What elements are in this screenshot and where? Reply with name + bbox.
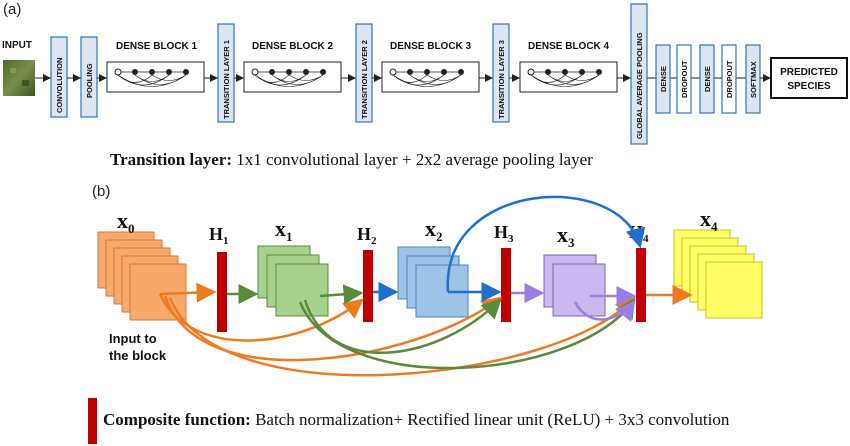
input-to-block-label: Input to: [109, 331, 157, 346]
transition-layer-2: TRANSITION LAYER 2: [355, 23, 373, 123]
connections-from-x1: [227, 284, 636, 370]
x2-label: x2: [425, 216, 443, 244]
x4-label: x4: [700, 206, 718, 234]
dense-block-2: DENSE BLOCK 2: [243, 41, 342, 93]
svg-text:DENSE BLOCK 4: DENSE BLOCK 4: [528, 41, 610, 52]
svg-text:SPECIES: SPECIES: [787, 81, 831, 92]
svg-text:TRANSITION LAYER 1: TRANSITION LAYER 1: [222, 40, 231, 119]
pooling-layer: POOLING: [80, 36, 98, 118]
dense-layer-2: DENSE: [699, 44, 715, 114]
svg-text:DROPOUT: DROPOUT: [680, 60, 689, 98]
svg-text:SOFTMAX: SOFTMAX: [749, 61, 758, 98]
svg-text:CONVOLUTION: CONVOLUTION: [55, 58, 64, 113]
composite-function-h2: [363, 250, 373, 322]
convolution-layer: CONVOLUTION: [50, 36, 68, 118]
feature-map-x0: [97, 231, 187, 321]
svg-text:TRANSITION LAYER 3: TRANSITION LAYER 3: [497, 40, 506, 119]
svg-text:DENSE BLOCK 1: DENSE BLOCK 1: [116, 41, 198, 52]
dense-block-mini-graph: [527, 68, 602, 87]
panel-b-label: (b): [92, 183, 110, 200]
connections-from-x0: [158, 282, 693, 377]
composite-function-h1: [217, 252, 227, 332]
svg-text:DENSE: DENSE: [659, 66, 668, 92]
svg-text:DENSE BLOCK 3: DENSE BLOCK 3: [390, 41, 472, 52]
dropout-layer-1: DROPOUT: [676, 44, 692, 114]
h3-label: H3: [494, 222, 514, 245]
composite-function-legend-swatch: [88, 398, 97, 444]
dropout-layer-2: DROPOUT: [721, 44, 737, 114]
feature-map-x1: [257, 245, 329, 317]
composite-function-h3: [501, 248, 511, 322]
feature-map-x2: [397, 246, 469, 318]
dense-block-mini-graph: [389, 68, 464, 87]
svg-text:DENSE: DENSE: [703, 66, 712, 92]
input-image: [3, 60, 35, 96]
input-to-block-label-2: the block: [109, 348, 167, 363]
connections-from-x2: [373, 195, 646, 302]
dense-block-4: DENSE BLOCK 4: [519, 41, 618, 93]
svg-text:TRANSITION LAYER 2: TRANSITION LAYER 2: [360, 40, 369, 119]
softmax-layer: SOFTMAX: [745, 44, 761, 114]
x1-label: x1: [275, 216, 293, 244]
svg-text:DROPOUT: DROPOUT: [725, 60, 734, 98]
h2-label: H2: [357, 224, 377, 247]
dense-layer-1: DENSE: [655, 44, 671, 114]
h1-label: H1: [209, 224, 229, 247]
svg-text:GLOBAL AVERAGE POOLING: GLOBAL AVERAGE POOLING: [635, 32, 644, 139]
feature-map-x3: [543, 254, 606, 317]
svg-text:DENSE BLOCK 2: DENSE BLOCK 2: [252, 41, 334, 52]
svg-text:PREDICTED: PREDICTED: [780, 67, 838, 78]
feature-map-x4: [673, 229, 763, 319]
transition-layer-1: TRANSITION LAYER 1: [217, 23, 235, 123]
input-label: INPUT: [2, 40, 32, 51]
x3-label: x3: [557, 222, 575, 250]
transition-layer-caption: Transition layer: 1x1 convolutional laye…: [110, 150, 593, 169]
dense-block-3: DENSE BLOCK 3: [381, 41, 480, 93]
dense-block-1: DENSE BLOCK 1: [106, 41, 205, 93]
x0-label: x0: [117, 208, 135, 236]
panel-a-label: (a): [3, 1, 21, 18]
connections-from-x3: [511, 283, 637, 322]
transition-layer-3: TRANSITION LAYER 3: [492, 23, 510, 123]
composite-function-caption: Composite function: Batch normalization+…: [103, 410, 730, 429]
global-average-pooling-layer: GLOBAL AVERAGE POOLING: [630, 3, 648, 145]
svg-text:POOLING: POOLING: [85, 63, 94, 98]
composite-function-h4: [636, 248, 646, 322]
predicted-species-box: PREDICTED SPECIES: [770, 57, 848, 99]
dense-block-mini-graph: [251, 68, 326, 87]
dense-block-mini-graph: [114, 68, 189, 87]
